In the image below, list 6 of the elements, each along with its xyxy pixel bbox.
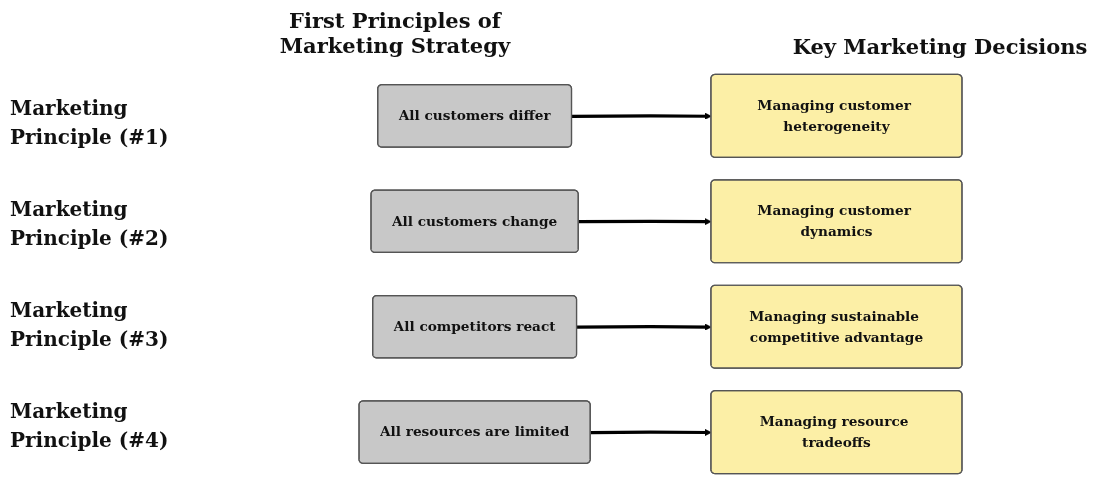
row-label: Marketing Principle (#3) <box>10 297 170 354</box>
row-label: Marketing Principle (#2) <box>10 195 170 252</box>
row-label: Marketing Principle (#1) <box>10 94 170 151</box>
row-label: Marketing Principle (#4) <box>10 398 170 455</box>
column-heading: Key Marketing Decisions <box>791 34 1089 59</box>
column-heading: First Principles of Marketing Strategy <box>278 8 512 58</box>
